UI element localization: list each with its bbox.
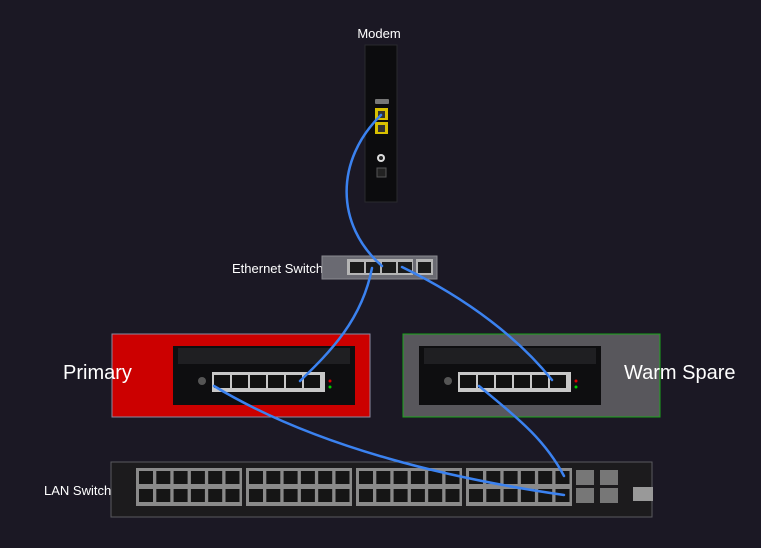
ethernet-port <box>520 489 535 502</box>
modem-device <box>364 44 398 203</box>
console-port <box>633 487 653 501</box>
warm-spare-router-device <box>419 346 601 405</box>
ethernet-port <box>503 489 518 502</box>
port-bank <box>356 468 462 506</box>
primary-router-device <box>173 346 355 405</box>
ethernet-port <box>208 489 223 502</box>
ethernet-port <box>376 489 391 502</box>
cables <box>212 113 566 497</box>
cable-primary-lan-to-lan-switch <box>212 384 566 497</box>
ethernet-port <box>538 471 553 484</box>
ethernet-port <box>173 489 188 502</box>
primary-label: Primary <box>63 362 132 384</box>
ethernet-port <box>139 471 153 484</box>
ethernet-port <box>225 471 240 484</box>
port-bank <box>136 468 242 506</box>
ethernet-port <box>520 471 535 484</box>
cable-switch-to-warm-spare-wan <box>400 265 554 382</box>
lan-switch-label: LAN Switch <box>44 483 111 498</box>
ethernet-port <box>359 489 373 502</box>
ethernet-port <box>393 471 408 484</box>
ethernet-port <box>335 489 350 502</box>
ethernet-port <box>410 489 425 502</box>
ethernet-port <box>428 489 443 502</box>
lan-switch-device <box>110 461 653 518</box>
ethernet-port <box>283 489 298 502</box>
cable-modem-to-switch <box>345 113 384 268</box>
ethernet-port <box>266 489 281 502</box>
ethernet-port <box>393 489 408 502</box>
ethernet-port <box>190 489 205 502</box>
ethernet-port <box>156 471 171 484</box>
ethernet-port <box>486 489 501 502</box>
ethernet-switch-device <box>321 255 438 280</box>
sfp-port <box>576 470 594 485</box>
cable-switch-to-primary-wan <box>298 266 374 383</box>
ethernet-port <box>318 471 333 484</box>
ethernet-port <box>208 471 223 484</box>
ethernet-port <box>139 489 153 502</box>
ethernet-port <box>428 471 443 484</box>
ethernet-port <box>173 471 188 484</box>
port-bank <box>246 468 352 506</box>
ethernet-switch-label: Ethernet Switch <box>232 261 323 276</box>
ethernet-port <box>503 471 518 484</box>
ethernet-port <box>190 471 205 484</box>
ethernet-port <box>318 489 333 502</box>
ethernet-port <box>300 471 315 484</box>
sfp-port <box>600 470 618 485</box>
ethernet-port <box>156 489 171 502</box>
ethernet-port <box>283 471 298 484</box>
ethernet-port <box>469 489 483 502</box>
sfp-port <box>600 488 618 503</box>
ethernet-port <box>555 471 570 484</box>
ethernet-port <box>486 471 501 484</box>
cable-warm-spare-lan-to-lan-switch <box>477 384 566 478</box>
ethernet-port <box>376 471 391 484</box>
ethernet-port <box>335 471 350 484</box>
warm-spare-label: Warm Spare <box>624 362 736 384</box>
ethernet-port <box>359 471 373 484</box>
sfp-port <box>576 488 594 503</box>
ethernet-port <box>249 471 263 484</box>
ethernet-port <box>249 489 263 502</box>
ethernet-port <box>266 471 281 484</box>
modem-label: Modem <box>357 26 400 41</box>
ethernet-port <box>300 489 315 502</box>
ethernet-port <box>225 489 240 502</box>
ethernet-port <box>410 471 425 484</box>
ethernet-port <box>445 489 460 502</box>
